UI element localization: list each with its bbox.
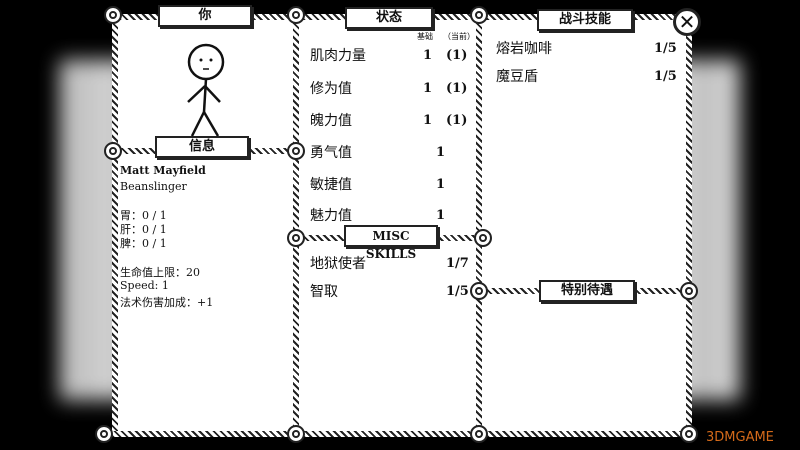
knot [470, 6, 488, 24]
combat-skill-value: 1/5 [654, 41, 677, 56]
knot [470, 282, 488, 300]
rope-bottom [112, 431, 692, 437]
stat-name: 魄力值 [310, 113, 352, 129]
character-class: Beanslinger [120, 180, 187, 193]
stat-current: (1) [446, 113, 468, 128]
misc-skill-value: 1/7 [446, 256, 469, 271]
watermark: 3DMGAME [706, 430, 774, 445]
speed: Speed: 1 [120, 279, 169, 292]
panel-title-combat-skills: 战斗技能 [537, 9, 633, 31]
panel-title-you: 你 [158, 5, 252, 27]
stat-name: 修为值 [310, 81, 352, 97]
stat-base: 1 [423, 81, 433, 96]
rope-left [112, 14, 118, 434]
combat-skill-value: 1/5 [654, 69, 677, 84]
knot [287, 6, 305, 24]
close-button[interactable]: ✕ [673, 8, 701, 36]
organ-stomach: 胃：0 / 1 [120, 209, 167, 222]
stat-name: 魅力值 [310, 208, 352, 224]
panel-title-misc-skills: MISC SKILLS [344, 225, 438, 261]
stat-base: 1 [436, 145, 446, 160]
misc-skill-name: 地狱使者 [310, 256, 366, 272]
stat-current: (1) [446, 81, 468, 96]
knot [95, 425, 113, 443]
panel-title-info: 信息 [155, 136, 249, 158]
misc-skill-name: 智取 [310, 284, 338, 300]
knot [680, 282, 698, 300]
stat-name: 敏捷值 [310, 177, 352, 193]
stat-base: 1 [423, 113, 433, 128]
organ-liver: 肝：0 / 1 [120, 223, 167, 236]
panel-title-status: 状态 [345, 7, 433, 29]
combat-skill-name: 魔豆盾 [496, 69, 538, 85]
knot [104, 142, 122, 160]
rope-right [686, 14, 692, 434]
character-name: Matt Mayfield [120, 164, 206, 177]
hp-max: 生命值上限：20 [120, 266, 200, 279]
stat-base: 1 [423, 48, 433, 63]
knot [104, 6, 122, 24]
rope-divider-1 [293, 14, 299, 434]
panel-title-special: 特别待遇 [539, 280, 635, 302]
status-header-current: （当前） [443, 32, 475, 41]
organ-spleen: 脾：0 / 1 [120, 237, 167, 250]
knot [287, 425, 305, 443]
knot [287, 229, 305, 247]
knot [287, 142, 305, 160]
character-portrait [187, 43, 225, 137]
stat-name: 勇气值 [310, 145, 352, 161]
knot [474, 229, 492, 247]
spell-damage-bonus: 法术伤害加成：+1 [120, 296, 214, 309]
combat-skill-name: 熔岩咖啡 [496, 41, 552, 57]
stat-current: (1) [446, 48, 468, 63]
knot [470, 425, 488, 443]
stat-base: 1 [436, 208, 446, 223]
rope-divider-2 [476, 14, 482, 434]
stat-name: 肌肉力量 [310, 48, 366, 64]
status-header-base: 基础 [417, 32, 433, 41]
knot [680, 425, 698, 443]
character-sheet [112, 14, 692, 434]
misc-skill-value: 1/5 [446, 284, 469, 299]
stat-base: 1 [436, 177, 446, 192]
